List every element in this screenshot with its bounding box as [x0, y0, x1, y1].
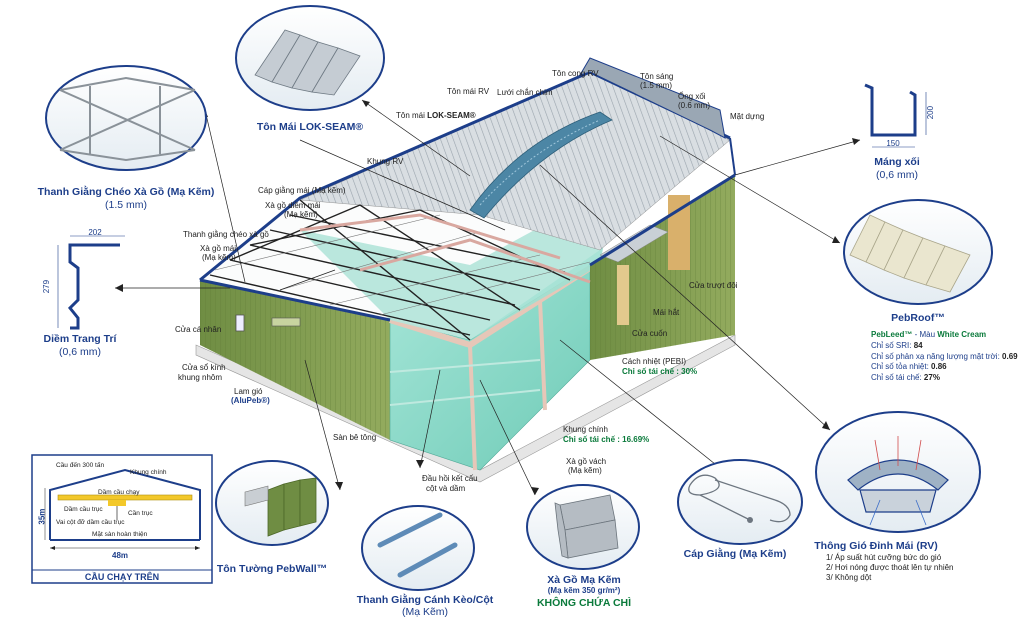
label-khung-chinh-rec: Chỉ số tái chế : 16.69% [563, 435, 650, 444]
crane-khung-chinh: Khung chính [130, 469, 167, 476]
label-ong-xoi-1: Ống xối [678, 92, 706, 101]
title-thanh-giang-canh-1: Thanh Giằng Cánh Kèo/Cột [356, 594, 494, 606]
inset-thanh-giang-canh [361, 505, 475, 591]
title-thanh-giang-canh-2: (Mạ Kẽm) [401, 606, 449, 618]
title-diem-trang-tri-2: (0,6 mm) [59, 346, 101, 358]
label-lam-gio: Lam gió [234, 387, 263, 396]
crane-width: 48m [111, 551, 129, 560]
dim-mx-width: 150 [886, 139, 900, 148]
label-cua-ca-nhan: Cửa cá nhân [175, 325, 222, 334]
thong-gio-note-3: 3/ Không dột [826, 573, 872, 582]
title-thanh-giang-cheo-2: (1.5 mm) [105, 199, 147, 211]
label-xa-go-mai-1: Xà gồ mái [200, 244, 237, 253]
title-thong-gio: Thông Gió Đỉnh Mái (RV) [814, 540, 938, 552]
pebroof-spec: PebLeed™ - Màu White Cream Chỉ số SRI: 8… [871, 330, 1018, 383]
leader-lines [115, 99, 861, 496]
title-cau-chay: CẦU CHẠY TRÊN [84, 572, 160, 582]
crane-cau-den: Cầu đến 300 tấn [56, 462, 105, 469]
louver [271, 317, 301, 327]
title-xa-go-1: Xà Gồ Mạ Kẽm [547, 574, 621, 586]
lokseam-sheet [254, 29, 361, 96]
label-xa-go-vach-1: Xà gồ vách [566, 457, 607, 466]
title-mang-xoi-1: Máng xối [874, 156, 920, 168]
crane-mat-san: Mặt sàn hoàn thiện [92, 531, 148, 538]
label-san-be-tong: Sàn bê tông [333, 433, 377, 442]
inset-thanh-giang [45, 65, 207, 171]
label-dau-hoi-1: Đầu hồi kết cấu [422, 474, 478, 483]
title-xa-go-3: KHÔNG CHỨA CHÌ [536, 597, 632, 609]
crane-height: 35m [37, 508, 47, 525]
dim-dt-height: 279 [42, 279, 52, 294]
crane-dam-cau-chay: Dầm cầu chạy [98, 489, 140, 496]
label-xa-go-diem-mai-2: (Mạ kẽm) [284, 210, 318, 219]
crane-vai-cot: Vai cột đỡ dầm cầu trục [56, 519, 125, 526]
label-ton-sang-1: Tôn sáng [640, 72, 674, 81]
label-mat-dung: Mặt dựng [730, 112, 765, 121]
rv-vent [847, 459, 949, 513]
thong-gio-note-1: 1/ Áp suất hút cưỡng bức do gió [826, 553, 942, 562]
label-luoi-chan-chim: Lưới chắn chim [497, 88, 553, 97]
label-xa-go-vach-2: (Mạ kẽm) [568, 466, 602, 475]
mang-xoi-profile [864, 83, 917, 137]
label-dau-hoi-2: cột và dầm [426, 484, 466, 493]
label-xa-go-mai-2: (Mạ kẽm) [202, 253, 236, 262]
title-cap-giang: Cáp Giằng (Mạ Kẽm) [683, 548, 787, 560]
title-pebroof: PebRoof™ [891, 312, 945, 324]
label-xa-go-diem-mai-1: Xà gồ diềm mái [265, 201, 321, 210]
label-thanh-giang-cheo-xa-go: Thanh giằng chéo xà gồ [183, 230, 269, 239]
label-cua-so-kinh-1: Cửa sổ kính [182, 363, 226, 372]
label-cua-so-kinh-2: khung nhôm [178, 373, 223, 382]
label-cach-nhiet: Cách nhiệt (PEBI) [622, 357, 687, 366]
title-mang-xoi-2: (0,6 mm) [876, 169, 918, 181]
label-cua-truot-doi: Cửa trượt đôi [689, 281, 738, 290]
label-ton-cong-rv: Tôn cong RV [552, 69, 599, 78]
crane-dam-cau-truc: Dầm cầu trục [64, 506, 103, 513]
label-ton-mai-lokseam: Tôn mái LOK-SEAM® [396, 111, 476, 120]
label-mai-hat: Mái hắt [653, 308, 680, 317]
title-diem-trang-tri-1: Diềm Trang Trí [43, 333, 117, 345]
thong-gio-note-2: 2/ Hơi nóng được thoát lên tự nhiên [826, 563, 954, 572]
label-ton-sang-2: (1.5 mm) [640, 81, 672, 90]
label-khung-rv: Khung RV [367, 157, 404, 166]
dim-dt-width: 202 [88, 228, 102, 237]
title-xa-go-2: (Mạ kẽm 350 gr/m²) [547, 586, 621, 595]
label-cap-giang-mai: Cáp giằng mái (Mạ kẽm) [258, 186, 346, 195]
ridge-vent [469, 111, 613, 219]
title-pebwall: Tôn Tường PebWall™ [216, 563, 328, 575]
crane-can-truc: Cần trục [128, 510, 153, 517]
personnel-door [235, 314, 245, 332]
crane-box [31, 454, 213, 584]
roller-door [617, 265, 629, 325]
label-alupeb: (AluPeb®) [231, 396, 270, 405]
label-cua-cuon: Cửa cuốn [632, 329, 668, 338]
title-thanh-giang-cheo-1: Thanh Giằng Chéo Xà Gồ (Mạ Kẽm) [37, 186, 215, 198]
label-ong-xoi-2: (0.6 mm) [678, 101, 710, 110]
crane-frame [49, 468, 201, 541]
title-lokseam: Tôn Mái LOK-SEAM® [256, 121, 364, 133]
dim-mx-height: 200 [926, 105, 936, 120]
label-cach-nhiet-rec: Chỉ số tái chế : 30% [622, 367, 698, 376]
label-ton-mai-rv: Tôn mái RV [447, 87, 490, 96]
diem-trang-tri-profile [67, 243, 120, 330]
inset-cap-giang [677, 459, 803, 545]
label-khung-chinh: Khung chính [563, 425, 608, 434]
